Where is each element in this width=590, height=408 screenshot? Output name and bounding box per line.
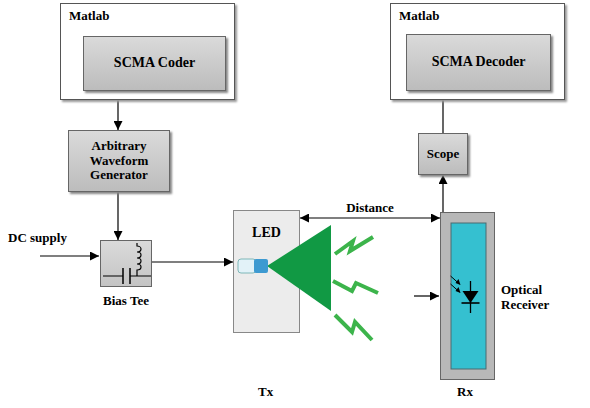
part-label: Tx xyxy=(258,384,273,400)
decoder-box: SCMA Decoder xyxy=(406,34,551,91)
scope-box: Scope xyxy=(418,133,468,175)
capacitor-symbol xyxy=(123,268,130,284)
led-body xyxy=(238,259,256,273)
matlab-frame: MatlabSCMA Coder xyxy=(60,3,235,100)
dc-supply-arrow xyxy=(40,255,99,256)
optical-receiver: Optical Receiver xyxy=(440,212,495,380)
node-title: SCMA Decoder xyxy=(432,54,526,70)
node-title: Optical Receiver xyxy=(501,283,565,313)
receiver-panel xyxy=(451,223,486,369)
inductor-symbol xyxy=(137,243,141,276)
bias-tee-box: Bias Tee xyxy=(100,240,152,287)
led-lens xyxy=(254,259,268,273)
photodiode-bar xyxy=(462,302,480,304)
generator-box: Arbitrary Waveform Generator xyxy=(68,130,170,192)
matlab-frame: MatlabSCMA Decoder xyxy=(390,3,565,100)
part-label: DC supply xyxy=(8,230,67,246)
node-title: Scope xyxy=(427,147,460,162)
optical-receiver-art xyxy=(441,213,496,381)
part-label: Rx xyxy=(457,384,473,400)
node-title: LED xyxy=(252,225,281,241)
node-title: Bias Tee xyxy=(103,294,149,309)
light-bolt xyxy=(335,237,373,254)
bias-tee-box-art xyxy=(101,241,153,288)
photodiode-symbol xyxy=(463,291,479,303)
edge-label: Distance xyxy=(346,200,394,216)
bias-tee-wire xyxy=(103,275,151,276)
node-title: Arbitrary Waveform Generator xyxy=(73,139,165,184)
light-ray xyxy=(451,276,460,284)
light-ray xyxy=(451,284,460,292)
node-title: Matlab xyxy=(69,9,226,24)
node-title: SCMA Coder xyxy=(114,55,195,71)
light-input-arrow xyxy=(414,295,439,296)
signal-arrow xyxy=(117,192,118,240)
coder-box: SCMA Coder xyxy=(83,36,226,91)
light-bolt xyxy=(333,281,378,293)
signal-arrow xyxy=(442,175,443,212)
light-bolt xyxy=(335,315,372,340)
light-ray-head xyxy=(456,287,461,293)
node-title: Matlab xyxy=(399,9,556,24)
signal-arrow xyxy=(300,217,440,218)
light-ray-head xyxy=(456,279,461,285)
signal-arrow xyxy=(152,261,233,262)
led-transmitter: LED xyxy=(233,210,300,333)
